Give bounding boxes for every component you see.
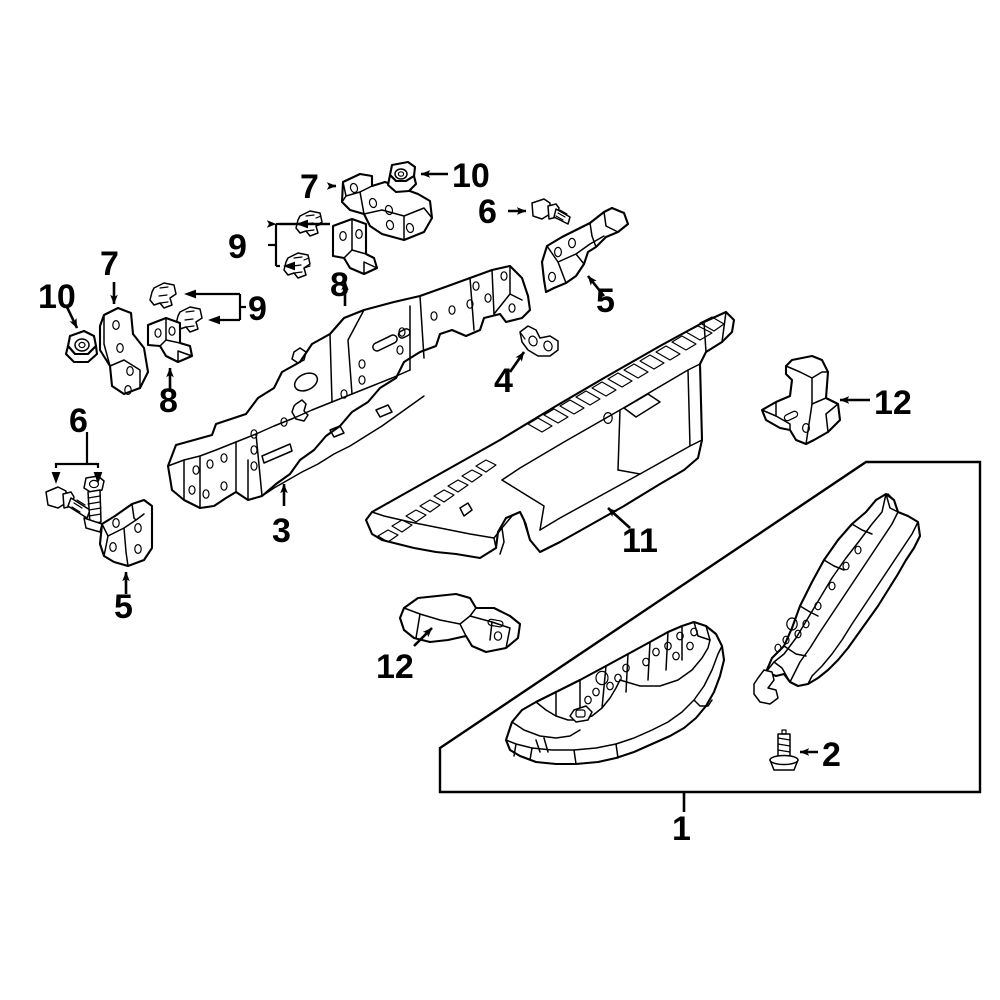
callout-label-3: 3 — [272, 512, 291, 550]
part-6-bolt-right — [531, 198, 571, 225]
callout-9-left-fork: 9 — [184, 289, 267, 328]
part-8-support-bracket-left — [146, 316, 194, 364]
part-2-self-tapping-screw — [769, 729, 799, 771]
callout-label-7-right: 7 — [300, 168, 319, 206]
callout-label-9-left: 9 — [248, 290, 267, 328]
inset-box-part-1 — [438, 460, 982, 794]
callout-label-8-left: 8 — [159, 382, 178, 420]
callout-label-6-right: 6 — [478, 193, 497, 231]
callout-6-right: 6 — [478, 193, 527, 231]
callout-label-5-left: 5 — [114, 588, 133, 626]
part-1-bumper-left — [504, 620, 726, 766]
part-6-bolt-left-a — [45, 486, 91, 519]
part-1-bumper-arm-right — [753, 492, 922, 705]
callout-1: 1 — [672, 792, 691, 848]
callout-9-right-fork: 9 — [228, 219, 330, 271]
callout-7-left: 7 — [100, 245, 119, 305]
part-10-flange-nut-right — [386, 160, 418, 194]
callout-label-12-right: 12 — [874, 384, 912, 422]
part-5-bracket-right — [540, 206, 630, 294]
callout-8-left: 8 — [159, 367, 178, 420]
callout-label-7-left: 7 — [100, 245, 119, 283]
callout-10-right: 10 — [420, 157, 490, 195]
callout-11: 11 — [607, 507, 658, 560]
callout-label-1: 1 — [672, 810, 691, 848]
part-7-reinforcement-bracket-right — [340, 172, 434, 242]
callout-label-12-left: 12 — [376, 648, 414, 686]
callout-label-10-left: 10 — [38, 278, 76, 316]
part-7-reinforcement-bracket-left — [98, 306, 150, 396]
part-9-clip-left-lower — [175, 306, 203, 333]
part-10-flange-nut-left — [64, 329, 99, 364]
part-12-bracket-right — [760, 354, 842, 446]
callout-8-right: 8 — [330, 266, 349, 306]
callout-label-2: 2 — [822, 736, 841, 774]
callout-label-6-left: 6 — [69, 402, 88, 440]
callout-12-right: 12 — [839, 384, 912, 422]
callout-5-left: 5 — [114, 571, 133, 626]
callout-6-left-fork: 6 — [51, 402, 103, 484]
part-12-bracket-left — [398, 592, 522, 654]
callout-label-10-right: 10 — [452, 157, 490, 195]
callout-12-left: 12 — [376, 627, 433, 686]
callout-3: 3 — [272, 483, 291, 550]
part-3-rear-crossmember — [166, 264, 532, 510]
callout-label-5-right: 5 — [596, 282, 615, 320]
part-4-clip-fastener — [519, 325, 559, 357]
callout-4: 4 — [494, 351, 526, 400]
callout-label-9-right: 9 — [228, 228, 247, 266]
part-11-step-bumper-pad — [364, 310, 736, 560]
part-9-clip-lower — [283, 252, 311, 279]
callout-label-8-right: 8 — [330, 266, 349, 304]
part-9-clip-left-upper — [149, 282, 177, 309]
callout-2: 2 — [799, 736, 841, 774]
part-8-support-bracket-right — [331, 217, 379, 276]
part-5-bracket-left — [83, 498, 154, 568]
callout-label-11: 11 — [622, 522, 658, 560]
callout-7-right: 7 — [300, 168, 337, 206]
callout-label-4: 4 — [494, 362, 513, 400]
callout-10-left: 10 — [38, 278, 79, 329]
callout-5-right: 5 — [586, 275, 615, 320]
